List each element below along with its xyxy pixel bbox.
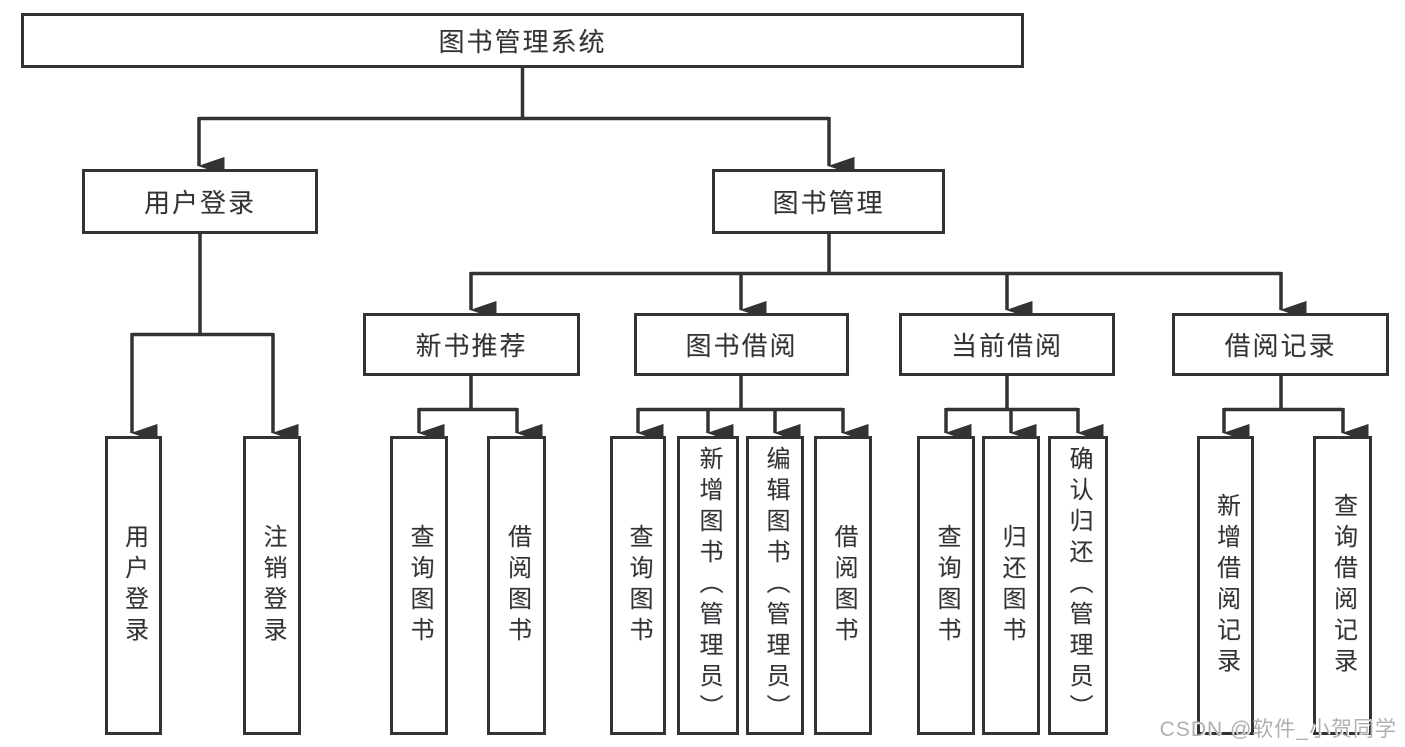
- leaf-cb-return-books-label: 归还图书: [998, 523, 1025, 648]
- node-new-book-recommend: 新书推荐: [363, 313, 580, 376]
- leaf-nb-borrow-books: 借阅图书: [487, 436, 546, 735]
- leaf-cb-confirm-return-admin-label: 确认归还（管理员）: [1065, 446, 1092, 725]
- node-book-management: 图书管理: [712, 169, 945, 234]
- leaf-br-add-record-label: 新增借阅记录: [1212, 492, 1240, 679]
- leaf-cb-query-books-label: 查询图书: [933, 523, 960, 648]
- leaf-bb-add-books-admin: 新增图书（管理员）: [677, 436, 739, 735]
- node-borrow-records-label: 借阅记录: [1224, 331, 1337, 361]
- leaf-bb-query-books-label: 查询图书: [625, 523, 652, 648]
- connector-user-login-trunk: [132, 233, 273, 337]
- csdn-watermark: CSDN @软件_小贺同学: [1159, 718, 1397, 741]
- leaf-nb-query-books-label: 查询图书: [406, 523, 433, 648]
- node-current-borrowing: 当前借阅: [899, 313, 1115, 376]
- leaf-nb-borrow-books-label: 借阅图书: [503, 523, 531, 648]
- leaf-br-query-record: 查询借阅记录: [1313, 436, 1372, 735]
- node-book-borrowing: 图书借阅: [634, 313, 849, 376]
- node-root-label: 图书管理系统: [438, 27, 607, 57]
- connector-root-trunk: [199, 67, 829, 121]
- connector-current-borrowing-trunk: [946, 375, 1078, 412]
- leaf-logout: 注销登录: [243, 436, 301, 735]
- leaf-br-add-record: 新增借阅记录: [1197, 436, 1254, 735]
- node-borrow-records: 借阅记录: [1172, 313, 1389, 376]
- leaf-br-query-record-label: 查询借阅记录: [1329, 492, 1357, 679]
- connector-book-management-trunk: [471, 233, 1281, 276]
- node-user-login-label: 用户登录: [143, 188, 256, 218]
- leaf-user-login-label: 用户登录: [120, 523, 148, 648]
- node-user-login: 用户登录: [82, 169, 318, 234]
- node-root: 图书管理系统: [21, 13, 1024, 68]
- connector-new-book-trunk: [419, 375, 517, 412]
- leaf-cb-query-books: 查询图书: [917, 436, 975, 735]
- node-book-borrowing-label: 图书借阅: [685, 331, 798, 361]
- leaf-bb-borrow-books-label: 借阅图书: [830, 523, 857, 648]
- node-book-management-label: 图书管理: [772, 188, 885, 218]
- leaf-bb-query-books: 查询图书: [610, 436, 666, 735]
- connector-book-borrowing-trunk: [638, 375, 843, 412]
- leaf-cb-return-books: 归还图书: [982, 436, 1040, 735]
- leaf-nb-query-books: 查询图书: [390, 436, 448, 735]
- node-new-book-recommend-label: 新书推荐: [415, 331, 528, 361]
- leaf-bb-edit-books-admin: 编辑图书（管理员）: [746, 436, 804, 735]
- leaf-bb-add-books-admin-label: 新增图书（管理员）: [695, 446, 722, 725]
- leaf-user-login: 用户登录: [105, 436, 162, 735]
- connector-borrow-records-trunk: [1224, 375, 1343, 412]
- leaf-logout-label: 注销登录: [259, 523, 286, 648]
- leaf-cb-confirm-return-admin: 确认归还（管理员）: [1048, 436, 1108, 735]
- node-current-borrowing-label: 当前借阅: [950, 331, 1063, 361]
- leaf-bb-borrow-books: 借阅图书: [814, 436, 872, 735]
- leaf-bb-edit-books-admin-label: 编辑图书（管理员）: [762, 446, 789, 725]
